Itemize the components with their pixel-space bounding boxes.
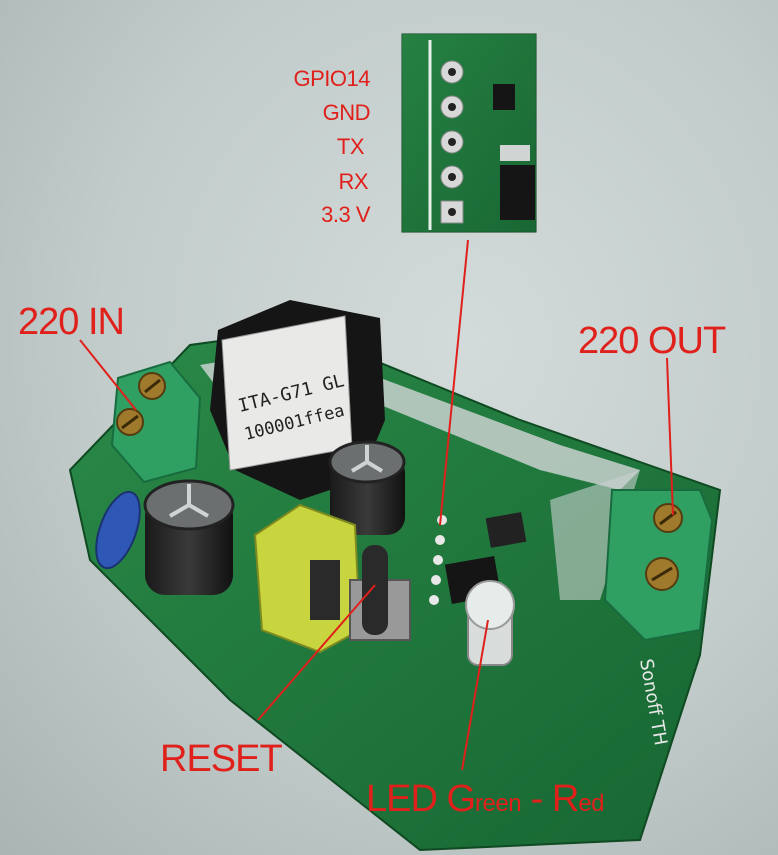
pointer-header	[439, 239, 469, 526]
terminal-out	[603, 489, 714, 642]
capacitor-small	[328, 440, 406, 535]
label-led-part-3: - R	[521, 778, 580, 820]
pointer-220-in	[79, 339, 137, 411]
pointer-led	[461, 619, 489, 771]
transformer	[253, 503, 362, 654]
label-led-part-1: LED G	[366, 778, 476, 820]
label-220-out: 220 OUT	[578, 320, 726, 362]
label-220-in: 220 IN	[18, 301, 125, 343]
pointer-reset	[257, 584, 376, 721]
label-tx: TX	[336, 134, 365, 159]
label-led-part-4: ed	[578, 790, 605, 817]
terminal-in	[110, 360, 202, 484]
label-gnd: GND	[322, 100, 371, 125]
pointer-220-out	[666, 357, 674, 516]
capacitor-large	[143, 479, 235, 595]
reset-button-part	[349, 545, 411, 641]
label-reset: RESET	[160, 738, 283, 780]
pointer-lines	[79, 239, 674, 771]
label-gpio14: GPIO14	[293, 66, 371, 91]
led-part	[465, 580, 515, 666]
label-led-part-2: reen	[475, 790, 522, 817]
label-led: LED Green - Red	[366, 778, 605, 820]
label-rx: RX	[338, 169, 368, 194]
inset-closeup	[401, 33, 537, 233]
blue-varistor	[95, 490, 141, 570]
label-3v3: 3.3 V	[321, 202, 370, 227]
